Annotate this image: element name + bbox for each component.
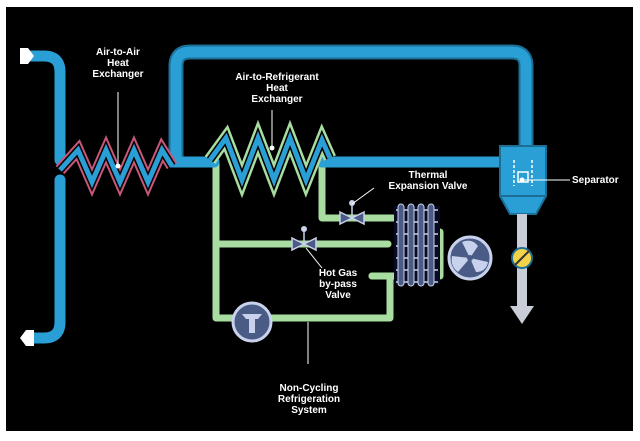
label-line: Exchanger xyxy=(251,94,303,105)
drain-arrow-icon xyxy=(510,306,534,324)
label-line: Air-to-Air xyxy=(96,47,140,58)
leader-dot-air-to-air xyxy=(115,163,121,169)
label-line: Thermal xyxy=(408,170,448,181)
condenser-coil xyxy=(394,203,440,287)
label-line: Hot Gas xyxy=(318,268,358,279)
condenser-tubes xyxy=(396,209,438,283)
label-line: System xyxy=(291,405,327,416)
leader-dot-separator xyxy=(519,177,525,183)
air-to-refrigerant-coil xyxy=(207,130,333,188)
label-hot-gas-bypass-valve: Hot Gas by-pass Valve xyxy=(310,268,366,301)
condenser-fin-3 xyxy=(417,203,425,287)
label-line: Heat xyxy=(266,83,288,94)
label-line: by-pass xyxy=(319,279,357,290)
label-line: Exchanger xyxy=(92,69,144,80)
label-air-to-air-heat-exchanger: Air-to-Air Heat Exchanger xyxy=(82,47,154,80)
inlet-pipe xyxy=(24,50,66,166)
leader-dot-air-to-refrigerant xyxy=(269,145,275,151)
compressor-icon xyxy=(231,301,273,343)
thermal-expansion-valve-icon xyxy=(339,200,365,226)
fan-icon xyxy=(447,235,493,281)
label-separator: Separator xyxy=(572,175,632,186)
leader-hot-gas xyxy=(305,247,323,269)
drain-assembly xyxy=(510,214,534,324)
fan-blade-1 xyxy=(462,240,478,258)
hot-gas-bypass-valve-icon xyxy=(291,226,317,252)
label-line: Expansion Valve xyxy=(388,181,468,192)
condenser-fin-2 xyxy=(407,203,415,287)
leader-lines xyxy=(115,92,570,364)
condenser-fin-4 xyxy=(427,203,435,287)
top-return-pipe xyxy=(170,46,532,166)
condenser-fin-1 xyxy=(397,203,405,287)
air-to-refrigerant-exchanger xyxy=(204,119,336,199)
expansion-line xyxy=(318,158,398,222)
label-line: Air-to-Refrigerant xyxy=(235,72,319,83)
label-non-cycling-refrigeration-system: Non-Cycling Refrigeration System xyxy=(264,383,354,416)
drain-valve-slot xyxy=(514,250,530,266)
leader-expansion-valve xyxy=(351,187,375,205)
label-thermal-expansion-valve: Thermal Expansion Valve xyxy=(372,170,484,192)
label-line: Heat xyxy=(107,58,129,69)
outlet-pipe xyxy=(24,174,66,344)
label-line: Valve xyxy=(325,290,351,301)
air-to-air-exchanger xyxy=(55,135,178,197)
compressor-symbol xyxy=(242,314,262,333)
outlet-arrow-icon xyxy=(20,330,34,346)
label-line: Non-Cycling xyxy=(279,383,339,394)
label-air-to-refrigerant-heat-exchanger: Air-to-Refrigerant Heat Exchanger xyxy=(226,72,328,105)
fan-hub xyxy=(467,255,473,261)
label-line: Separator xyxy=(572,175,619,186)
label-line: Refrigeration xyxy=(277,394,341,405)
air-circuit xyxy=(24,44,534,344)
air-to-air-coil xyxy=(58,143,175,189)
fan-blade-2 xyxy=(470,258,488,272)
inlet-arrow-icon xyxy=(20,48,34,64)
fan-blade-3 xyxy=(451,256,470,272)
